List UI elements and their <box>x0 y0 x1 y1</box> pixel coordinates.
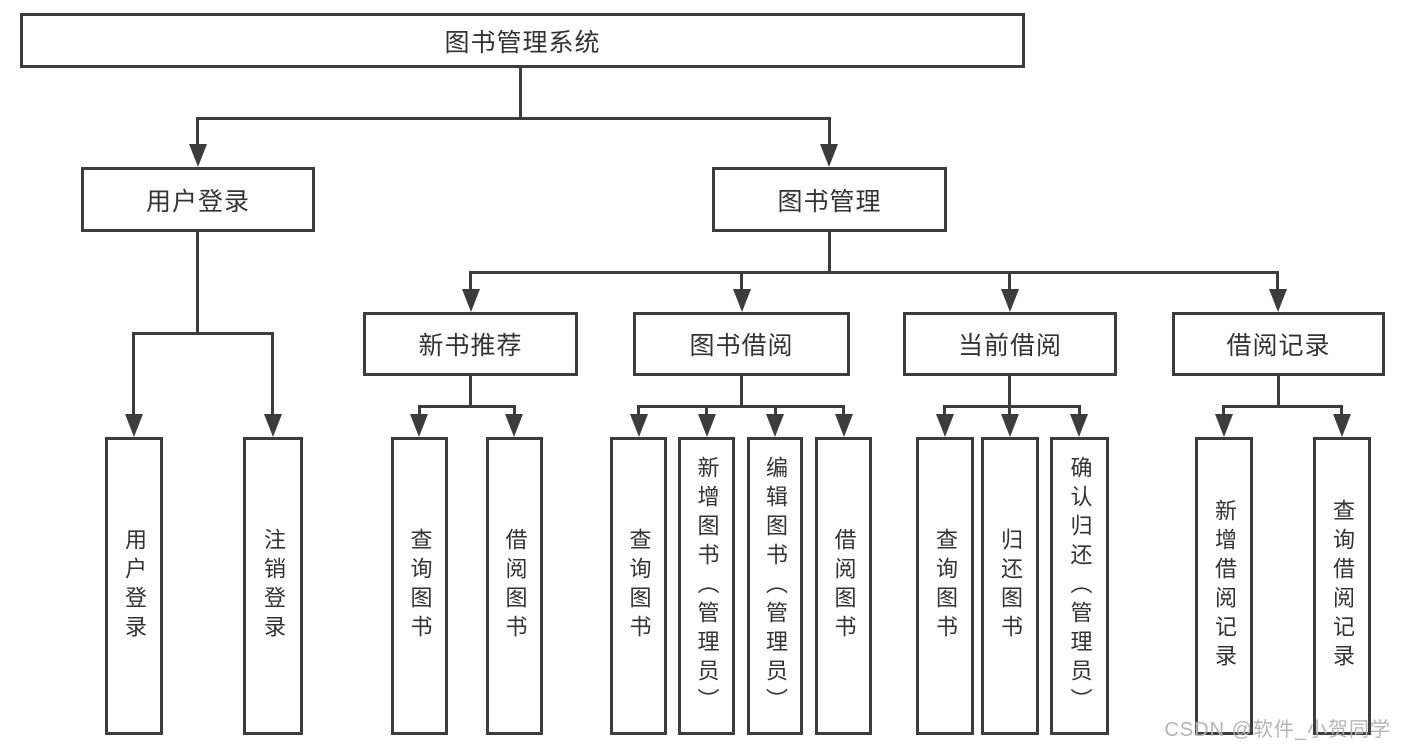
connector-line <box>469 271 472 293</box>
node-root-system: 图书管理系统 <box>20 13 1025 68</box>
leaf-borrow-books-recommend: 借阅图书 <box>486 437 543 735</box>
connector-line <box>418 405 516 408</box>
connector-line <box>1276 271 1279 293</box>
connector-line <box>469 271 1279 274</box>
connector-line <box>271 332 274 416</box>
connector-line <box>469 376 472 408</box>
arrowhead-down-icon <box>462 289 480 312</box>
arrowhead-down-icon <box>410 414 428 437</box>
connector-line <box>132 332 135 416</box>
node-borrow-record: 借阅记录 <box>1172 312 1385 376</box>
connector-line <box>842 405 845 417</box>
leaf-add-books-admin: 新增图书（管理员） <box>678 437 735 735</box>
arrowhead-down-icon <box>1001 289 1019 312</box>
connector-line <box>418 405 421 417</box>
connector-line <box>943 405 946 417</box>
connector-line <box>196 232 199 334</box>
arrowhead-down-icon <box>505 414 523 437</box>
leaf-return-books: 归还图书 <box>981 437 1039 735</box>
arrowhead-down-icon <box>733 289 751 312</box>
connector-line <box>828 232 831 274</box>
connector-line <box>637 405 845 408</box>
arrowhead-down-icon <box>936 414 954 437</box>
arrowhead-down-icon <box>1215 414 1233 437</box>
connector-line <box>132 332 274 335</box>
arrowhead-down-icon <box>1001 414 1019 437</box>
leaf-edit-books-admin: 编辑图书（管理员） <box>747 437 803 735</box>
node-book-borrow: 图书借阅 <box>633 312 850 376</box>
arrowhead-down-icon <box>264 414 282 437</box>
leaf-query-books-current: 查询图书 <box>916 437 974 735</box>
arrowhead-down-icon <box>698 414 716 437</box>
connector-line <box>1340 405 1343 417</box>
connector-line <box>513 405 516 417</box>
leaf-query-books-recommend: 查询图书 <box>391 437 448 735</box>
arrowhead-down-icon <box>189 144 207 167</box>
connector-line <box>1222 405 1225 417</box>
arrowhead-down-icon <box>1070 414 1088 437</box>
leaf-borrow-books: 借阅图书 <box>815 437 872 735</box>
arrowhead-down-icon <box>1333 414 1351 437</box>
connector-line <box>828 117 831 147</box>
node-current-borrow: 当前借阅 <box>903 312 1117 376</box>
connector-line <box>1222 405 1343 408</box>
connector-line <box>1008 405 1011 417</box>
arrowhead-down-icon <box>1269 289 1287 312</box>
connector-line <box>519 68 522 119</box>
leaf-query-borrow-record: 查询借阅记录 <box>1313 437 1371 735</box>
connector-line <box>1277 376 1280 408</box>
arrowhead-down-icon <box>820 144 838 167</box>
node-user-login: 用户登录 <box>81 167 315 232</box>
leaf-query-books-borrow: 查询图书 <box>610 437 667 735</box>
connector-line <box>740 271 743 293</box>
leaf-user-login: 用户登录 <box>105 437 163 735</box>
leaf-confirm-return-admin: 确认归还（管理员） <box>1050 437 1109 735</box>
connector-line <box>740 376 743 408</box>
connector-line <box>196 117 831 120</box>
csdn-watermark: CSDN @软件_小贺同学 <box>1164 719 1391 741</box>
arrowhead-down-icon <box>766 414 784 437</box>
leaf-add-borrow-record: 新增借阅记录 <box>1195 437 1253 735</box>
connector-line <box>774 405 777 417</box>
connector-line <box>637 405 640 417</box>
connector-line <box>1078 405 1081 417</box>
leaf-logout: 注销登录 <box>243 437 303 735</box>
connector-line <box>943 405 1081 408</box>
node-book-management: 图书管理 <box>712 167 947 232</box>
connector-line <box>705 405 708 417</box>
node-new-book-recommend: 新书推荐 <box>363 312 578 376</box>
connector-line <box>1008 376 1011 408</box>
connector-line <box>196 117 199 147</box>
connector-line <box>1008 271 1011 293</box>
arrowhead-down-icon <box>630 414 648 437</box>
arrowhead-down-icon <box>125 414 143 437</box>
arrowhead-down-icon <box>835 414 853 437</box>
